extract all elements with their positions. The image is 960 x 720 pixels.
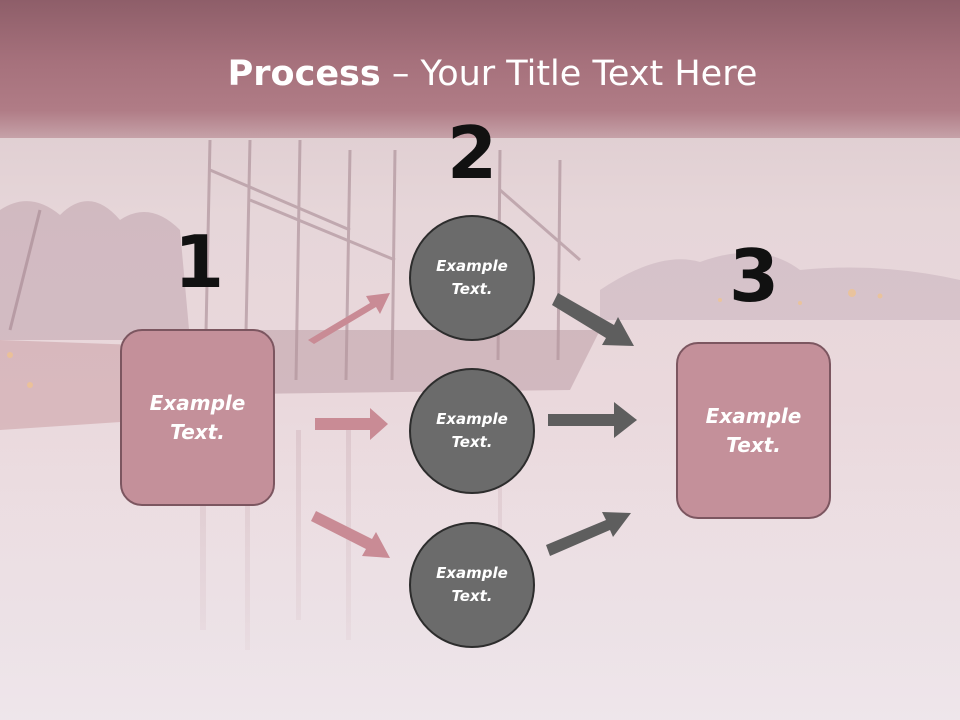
circle-middle-label: Example Text. [436,410,508,451]
title-band [0,0,960,138]
slide-title: Process – Your Title Text Here [0,52,960,96]
circle-middle[interactable]: Example Text. [409,368,535,494]
arrow-1-to-bottom [311,511,390,558]
circle-top[interactable]: Example Text. [409,215,535,341]
step-number-3: 3 [728,234,780,318]
step-number-1: 1 [173,220,225,304]
circle-top-label: Example Text. [436,257,508,298]
step-number-2: 2 [446,111,498,195]
arrow-bottom-to-3 [546,512,631,556]
circle-bottom[interactable]: Example Text. [409,522,535,648]
circle-bottom-label: Example Text. [436,564,508,605]
slide-title-bold: Process [227,54,381,94]
slide-title-rest: – Your Title Text Here [380,54,758,94]
arrow-1-to-top [308,293,390,344]
step-3-label: Example Text. [705,403,802,457]
step-3-box[interactable]: Example Text. [676,342,831,519]
arrow-1-to-middle [315,408,388,440]
arrow-middle-to-3 [548,402,637,438]
step-1-label: Example Text. [149,390,246,444]
arrow-top-to-3 [552,293,634,346]
step-1-box[interactable]: Example Text. [120,329,275,506]
